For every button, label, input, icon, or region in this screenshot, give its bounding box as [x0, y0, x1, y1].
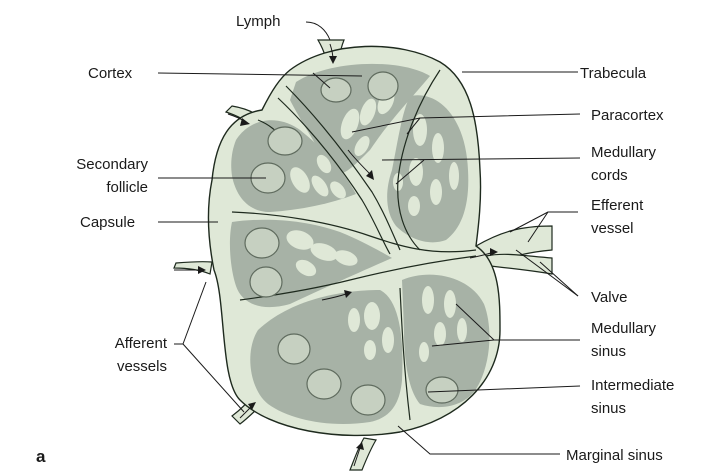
label-trabecula: Trabecula: [580, 65, 647, 82]
medullary-cord: [382, 327, 394, 353]
medullary-cord: [432, 133, 444, 163]
medullary-cord: [369, 209, 379, 219]
medullary-cord: [444, 290, 456, 318]
leader-valve-2: [540, 262, 578, 296]
medullary-cord: [430, 179, 442, 205]
label-secondary-follicle-line1: Secondary: [76, 156, 148, 173]
secondary-follicle: [250, 267, 282, 297]
medullary-cord: [419, 342, 429, 362]
medullary-cord: [457, 318, 467, 342]
label-efferent-vessel-line1: Efferent: [591, 197, 644, 214]
secondary-follicle: [307, 369, 341, 399]
label-medullary-cords-line2: cords: [591, 167, 628, 184]
medullary-cord: [348, 308, 360, 332]
leader-valve-1: [516, 250, 578, 296]
label-efferent-vessel-line2: vessel: [591, 220, 634, 237]
label-medullary-sinus-line1: Medullary: [591, 320, 657, 337]
medullary-cord: [422, 286, 434, 314]
medullary-cord: [366, 226, 374, 234]
leader-marginal-sinus: [398, 426, 560, 454]
label-afferent-vessels-line1: Afferent: [115, 335, 168, 352]
secondary-follicle: [268, 127, 302, 155]
lymph-node-body: [174, 44, 500, 466]
label-valve: Valve: [591, 289, 627, 306]
leader-afferent-1: [183, 282, 206, 344]
label-secondary-follicle-line2: follicle: [106, 179, 148, 196]
label-marginal-sinus: Marginal sinus: [566, 447, 663, 464]
label-afferent-vessels-line2: vessels: [117, 358, 167, 375]
panel-letter: a: [36, 447, 46, 466]
label-cortex: Cortex: [88, 65, 133, 82]
secondary-follicle: [278, 334, 310, 364]
label-intermediate-sinus-line2: sinus: [591, 400, 626, 417]
label-capsule: Capsule: [80, 214, 135, 231]
secondary-follicle: [351, 385, 385, 415]
label-medullary-cords-line1: Medullary: [591, 144, 657, 161]
medullary-cord: [364, 340, 376, 360]
label-paracortex: Paracortex: [591, 107, 664, 124]
secondary-follicle: [368, 72, 398, 100]
leader-lymph: [306, 22, 330, 40]
afferent-vessel-left: [174, 262, 212, 274]
medullary-cord: [364, 302, 380, 330]
medullary-cord: [434, 322, 446, 346]
secondary-follicle: [426, 377, 458, 403]
medullary-cord: [449, 162, 459, 190]
secondary-follicle: [321, 78, 351, 102]
medullary-cord: [408, 196, 420, 216]
secondary-follicle: [245, 228, 279, 258]
label-medullary-sinus-line2: sinus: [591, 343, 626, 360]
label-lymph: Lymph: [236, 13, 280, 30]
label-intermediate-sinus-line1: Intermediate: [591, 377, 674, 394]
